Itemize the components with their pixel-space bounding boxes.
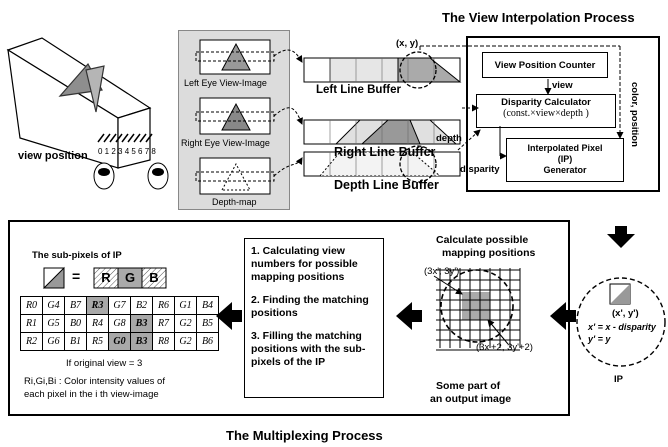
grid-row: R0 G4 B7 R3 G7 B2 R6 G1 B4 (20, 296, 219, 315)
grid-cell: G1 (174, 296, 197, 315)
legend-line1: Ri,Gi,Bi : Color intensity values of (24, 376, 165, 387)
grid-cell: R7 (152, 314, 175, 333)
grid-cell: G6 (42, 332, 65, 351)
pos1-label: (3x', 3y') (424, 266, 460, 277)
depth-map-label: Depth-map (212, 197, 257, 207)
grid-cell: B1 (64, 332, 87, 351)
view-arrow-label: view (552, 80, 573, 91)
if-view-label: If original view = 3 (66, 358, 143, 369)
output-label-1: Some part of (436, 380, 501, 392)
grid-cell-highlight: B3 (130, 314, 153, 333)
left-buffer-label: Left Line Buffer (316, 84, 401, 96)
calc-connections (419, 45, 624, 160)
view-position-label: view position (18, 150, 88, 162)
disparity-label: disparity (460, 164, 500, 175)
step-1: 1. Calculating view numbers for possible… (251, 245, 358, 283)
depth-buffer-label: Depth Line Buffer (334, 178, 439, 192)
depth-label: depth (436, 133, 462, 144)
calculator-frame (466, 36, 660, 192)
step-2: 2. Finding the matching positions (251, 294, 369, 319)
disparity-calculator: Disparity Calculator (const.×view×depth … (476, 94, 616, 128)
grid-cell-highlight: B3 (130, 332, 153, 351)
steps-box: 1. Calculating view numbers for possible… (244, 238, 384, 398)
eyes (93, 162, 169, 190)
grid-cell: G4 (42, 296, 65, 315)
equals-sign: = (72, 268, 81, 284)
ip-label: IP (614, 374, 623, 385)
grid-cell: G2 (174, 314, 197, 333)
grid-row: R1 G5 B0 R4 G8 B3 R7 G2 B5 (20, 314, 219, 333)
grid-cell: G8 (108, 314, 131, 333)
ip-eq2: y' = y (588, 334, 611, 344)
legend-line2: each pixel in the i th view-image (24, 389, 159, 400)
counter-label: View Position Counter (494, 59, 596, 71)
pos2-label: (3x'+2, 3y'+2) (476, 342, 533, 353)
grid-cell: R5 (86, 332, 109, 351)
calc-title-2: mapping positions (442, 247, 536, 259)
view-numbers: 0 1 2 3 4 5 6 7 8 (98, 147, 156, 156)
subpixels-title: The sub-pixels of IP (32, 250, 122, 261)
grid-cell: G2 (174, 332, 197, 351)
grid-cell: G5 (42, 314, 65, 333)
scene-prism (6, 37, 152, 169)
left-eye-label: Left Eye View-Image (184, 78, 267, 88)
grid-cell: R0 (20, 296, 43, 315)
output-grid (433, 268, 521, 351)
grid-cell: R1 (20, 314, 43, 333)
ip-gen-line1: Interpolated Pixel (527, 143, 603, 153)
view-thumbnails (195, 39, 275, 195)
view-interpolation-title: The View Interpolation Process (442, 10, 635, 25)
flow-arrows (216, 226, 635, 330)
ip-eq1: x' = x - disparity (588, 322, 656, 332)
multiplexing-title: The Multiplexing Process (226, 428, 383, 443)
grid-cell: B0 (64, 314, 87, 333)
grid-cell: R4 (86, 314, 109, 333)
ip-gen-line3: Generator (543, 165, 587, 175)
grid-cell: R6 (152, 296, 175, 315)
grid-cell: B4 (196, 296, 219, 315)
output-label-2: an output image (430, 393, 512, 405)
multiplexing-frame (8, 220, 570, 416)
grid-cell-highlight: G0 (108, 332, 131, 351)
grid-cell: G7 (108, 296, 131, 315)
thumb-to-buffer-arrows (273, 49, 303, 177)
view-position-counter: View Position Counter (482, 52, 608, 78)
xy-label: (x, y) (396, 38, 419, 49)
g-letter: G (124, 270, 136, 285)
grid-row: R2 G6 B1 R5 G0 B3 R8 G2 B6 (20, 332, 219, 351)
right-buffer-label: Right Line Buffer (334, 145, 436, 159)
rgb-letters: R G B (94, 270, 166, 285)
ip-coord: (x', y') (612, 308, 639, 319)
view-ticks (97, 133, 153, 143)
grid-cell: R8 (152, 332, 175, 351)
b-letter: B (149, 270, 159, 285)
grid-cell: B2 (130, 296, 153, 315)
right-eye-label: Right Eye View-Image (181, 138, 270, 148)
grid-cell-highlight: R3 (86, 296, 109, 315)
grid-cell: B5 (196, 314, 219, 333)
disparity-title: Disparity Calculator (501, 97, 591, 108)
disparity-formula: (const.×view×depth ) (503, 108, 589, 119)
subpixel-boxes (42, 266, 167, 289)
ip-circle (576, 277, 666, 367)
r-letter: R (101, 270, 111, 285)
subpixel-grid: R0 G4 B7 R3 G7 B2 R6 G1 B4 R1 G5 B0 R4 G… (20, 296, 219, 351)
grid-cell: R2 (20, 332, 43, 351)
grid-cell: B7 (64, 296, 87, 315)
line-buffers (303, 51, 462, 183)
ip-generator: Interpolated Pixel (IP) Generator (506, 138, 624, 182)
grid-cell: B6 (196, 332, 219, 351)
calc-title-1: Calculate possible (436, 234, 529, 246)
step-3: 3. Filling the matching positions with t… (251, 330, 366, 368)
ip-gen-line2: (IP) (557, 154, 573, 164)
color-position-label: color, position (629, 82, 640, 147)
